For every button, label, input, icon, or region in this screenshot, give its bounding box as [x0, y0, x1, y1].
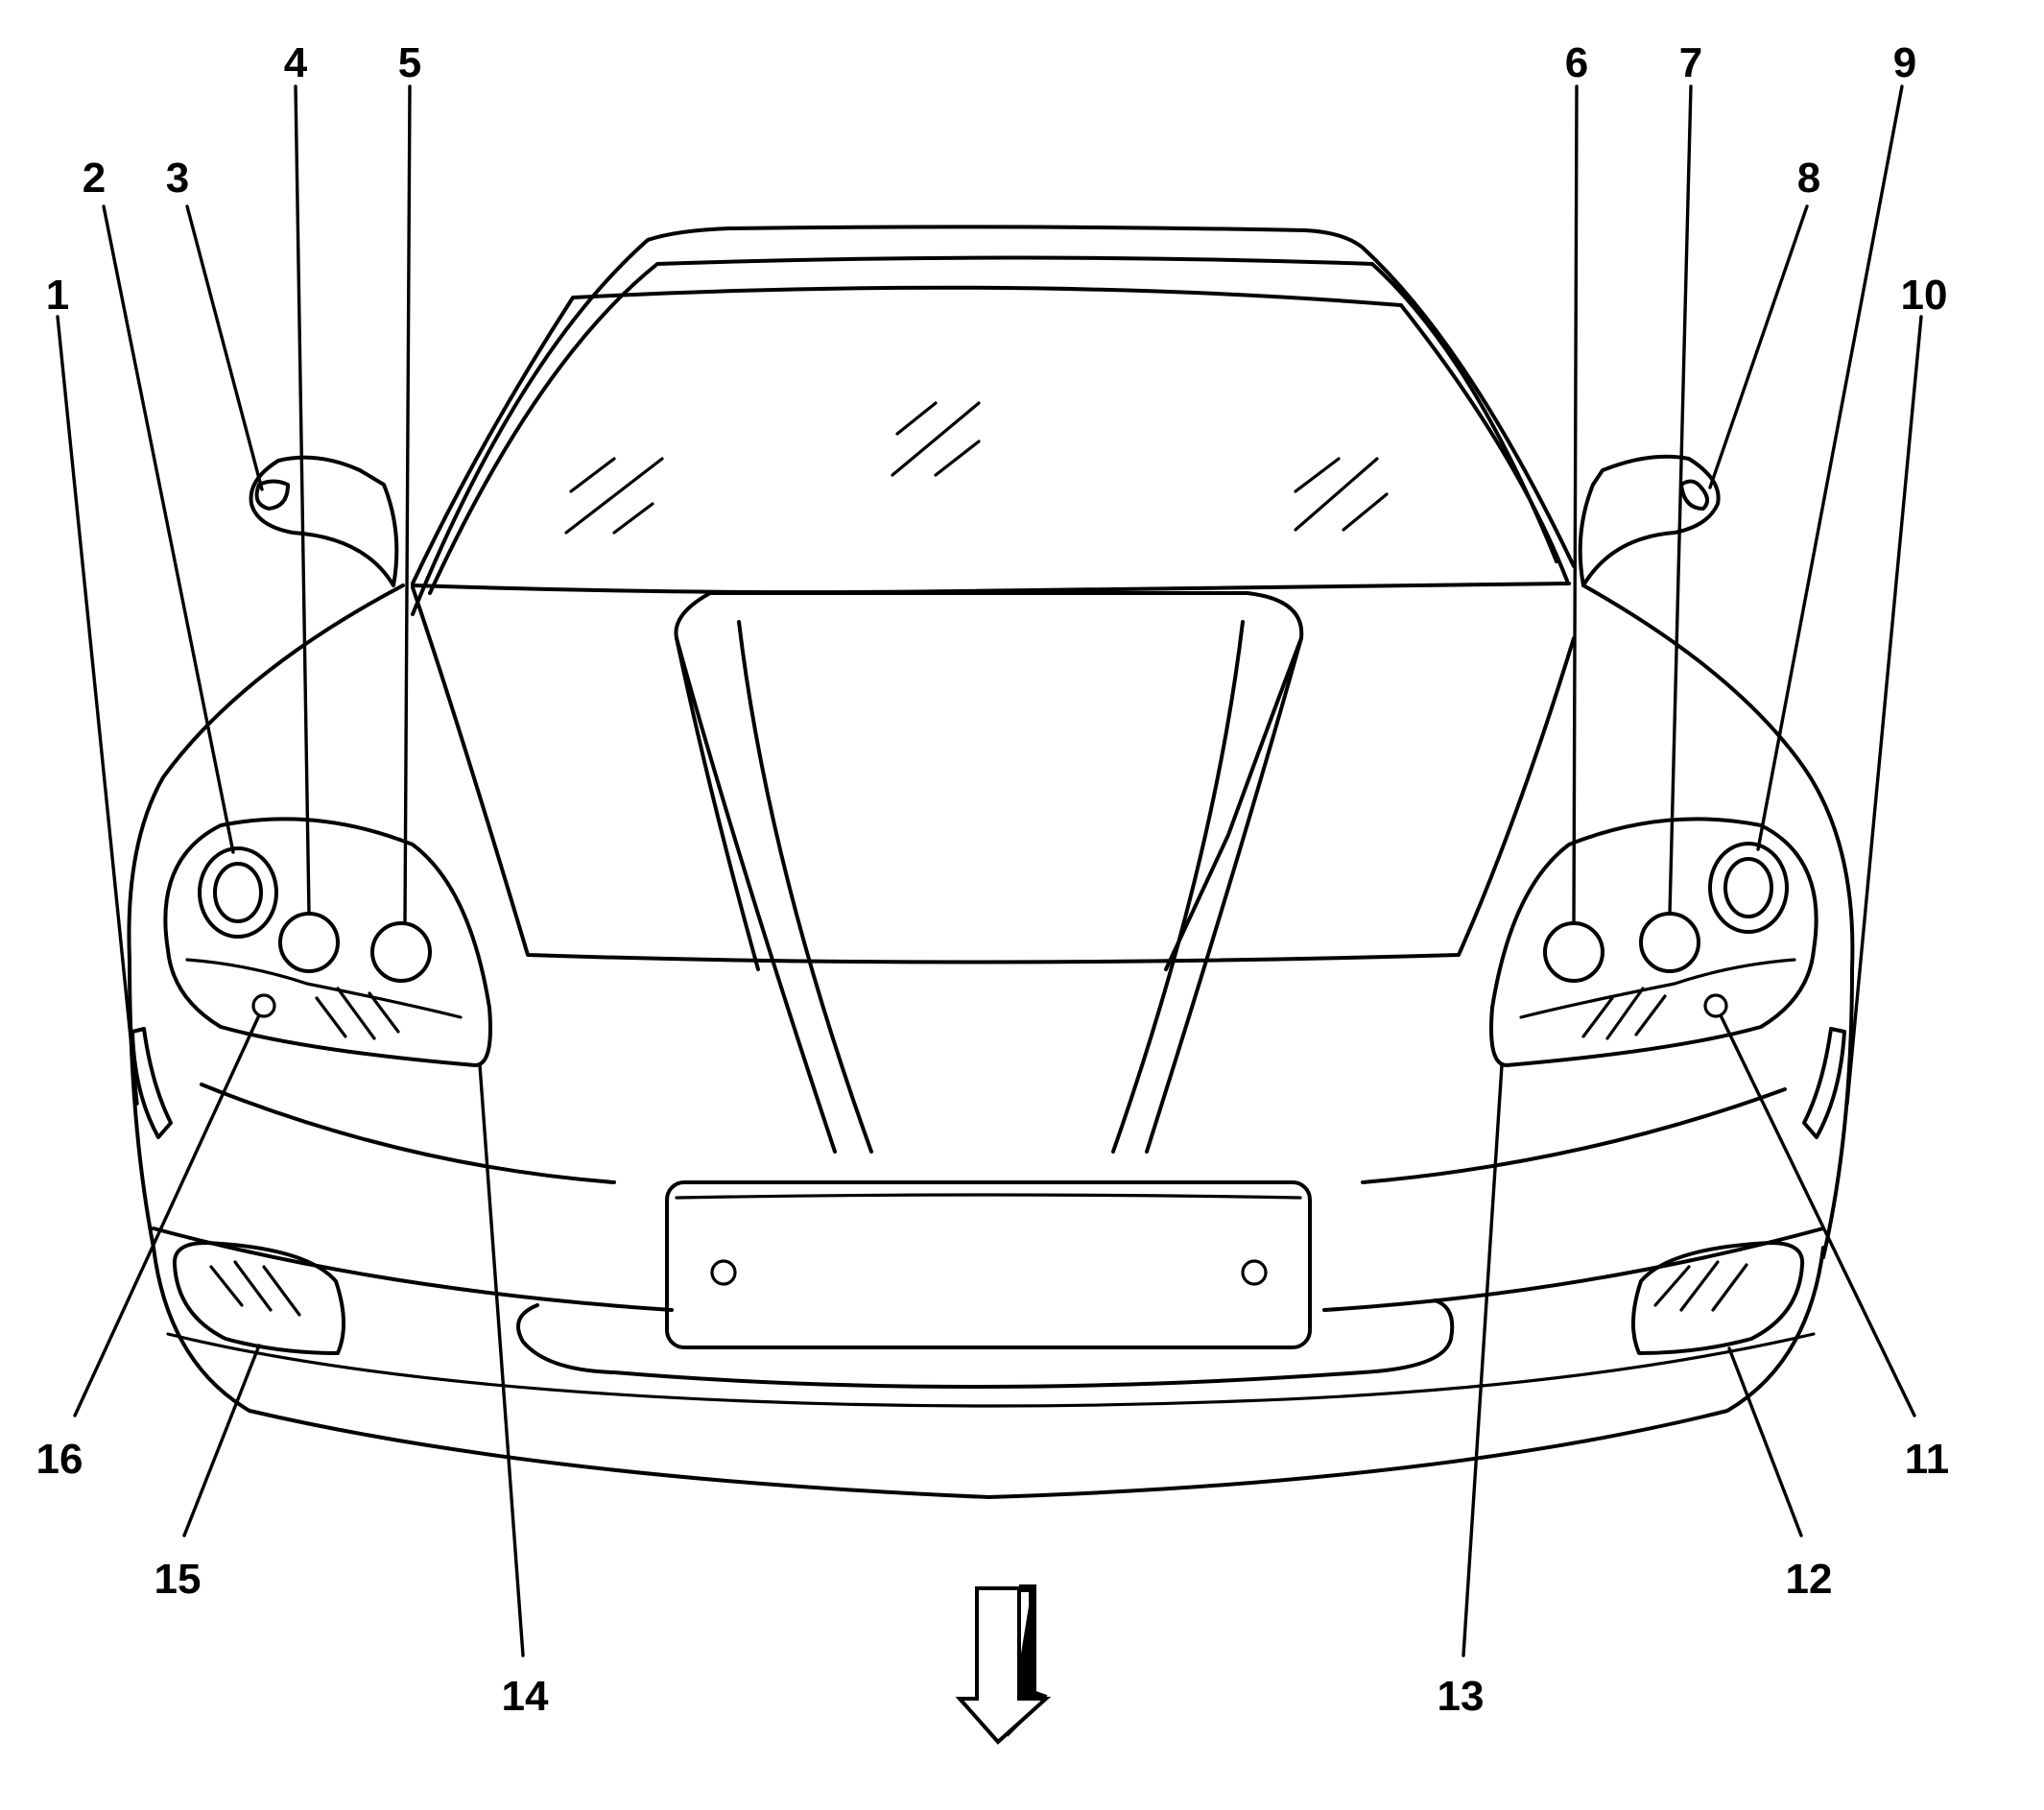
leader-15	[182, 1344, 261, 1537]
bumper-lower	[152, 1246, 1825, 1499]
hood-line-right-inner	[1111, 620, 1245, 1154]
leader-7	[1668, 84, 1693, 916]
grille-opening	[516, 1298, 1455, 1389]
leader-12	[1727, 1346, 1803, 1537]
glass-reflection	[564, 401, 1389, 535]
callout-12: 12	[1786, 1556, 1833, 1603]
fascia-lower-right	[1322, 1227, 1825, 1312]
leader-8	[1708, 204, 1809, 489]
callout-4: 4	[284, 39, 308, 86]
leader-10	[1845, 315, 1923, 1106]
callout-11: 11	[1905, 1436, 1950, 1483]
callout-1: 1	[46, 272, 69, 319]
callout-3: 3	[166, 155, 189, 202]
left-headlamp-housing	[163, 817, 492, 1067]
callout-16: 16	[36, 1436, 83, 1483]
hood	[411, 585, 1576, 965]
callout-5: 5	[398, 39, 421, 86]
cowl-line	[411, 582, 1571, 595]
leader-13	[1462, 1063, 1504, 1657]
right-projector-outer	[1708, 842, 1789, 934]
left-projector-outer	[198, 846, 278, 939]
fascia-line-left	[200, 1083, 616, 1184]
leader-1	[56, 315, 139, 1106]
left-fog-hatch	[209, 1260, 301, 1317]
callout-7: 7	[1679, 39, 1702, 86]
leader-9	[1756, 84, 1904, 851]
callout-6: 6	[1565, 39, 1588, 86]
right-mirror-glass	[1679, 479, 1709, 511]
left-fender	[127, 583, 405, 1250]
fascia-line-right	[1361, 1087, 1787, 1184]
left-lamp-bulb-b	[370, 921, 432, 983]
right-side-marker	[1802, 1027, 1846, 1139]
left-fog-lamp	[172, 1241, 346, 1355]
right-projector-inner	[1723, 857, 1773, 918]
right-fender	[1581, 583, 1855, 1259]
hood-line-left-outer	[675, 636, 837, 1154]
callout-14: 14	[502, 1673, 549, 1720]
right-lamp-bulb-a	[1543, 921, 1604, 983]
right-mirror	[1578, 454, 1721, 587]
left-projector-inner	[213, 862, 263, 923]
callout-8: 8	[1797, 155, 1820, 202]
right-fog-hatch	[1653, 1260, 1748, 1312]
right-lamp-bulb-b	[1639, 912, 1700, 973]
leader-6	[1572, 84, 1579, 925]
right-headlamp-housing	[1489, 817, 1818, 1067]
callout-13: 13	[1438, 1673, 1485, 1720]
callout-labels: 1 2 3 4 5 6 7 8 9 10 11 12 13 14 15 16	[36, 39, 1950, 1720]
hood-line-left-inner	[737, 620, 873, 1154]
left-mirror-glass	[254, 479, 290, 511]
roof-top	[411, 225, 1576, 616]
callout-15: 15	[154, 1556, 202, 1603]
leader-16	[73, 1013, 261, 1417]
license-plate-top	[675, 1193, 1302, 1200]
left-headlamp-inner	[185, 958, 463, 1019]
leader-lines	[56, 84, 1923, 1657]
leader-4	[294, 84, 311, 916]
left-lens-hatch	[315, 987, 400, 1040]
left-lamp-bulb-a	[278, 912, 340, 973]
hood-scoop	[674, 591, 1304, 971]
plate-screw-right	[1241, 1259, 1268, 1286]
forward-arrow-icon	[955, 1584, 1052, 1745]
leader-11	[1719, 1013, 1916, 1417]
hood-scoop-left-edge	[675, 636, 760, 971]
leader-2	[102, 204, 235, 854]
leader-3	[185, 204, 264, 491]
left-mirror	[249, 455, 399, 587]
callout-10: 10	[1901, 272, 1948, 319]
bumper-crease	[166, 1332, 1816, 1408]
windshield	[411, 285, 1569, 585]
callout-2: 2	[83, 155, 106, 202]
left-fastener	[251, 993, 276, 1018]
callout-9: 9	[1893, 39, 1916, 86]
leader-5	[403, 84, 412, 925]
right-fog-lamp	[1630, 1241, 1805, 1355]
right-fastener	[1703, 993, 1728, 1018]
right-lens-hatch	[1581, 987, 1667, 1040]
plate-screw-left	[710, 1259, 737, 1286]
vehicle-outline	[127, 225, 1855, 1499]
fascia-lower-left	[152, 1227, 674, 1312]
left-side-marker	[131, 1027, 173, 1139]
roof-inner	[428, 255, 1558, 595]
right-headlamp-inner	[1519, 958, 1796, 1019]
leader-14	[478, 1063, 525, 1657]
hood-line-right-outer	[1145, 636, 1303, 1154]
license-plate	[665, 1180, 1312, 1349]
